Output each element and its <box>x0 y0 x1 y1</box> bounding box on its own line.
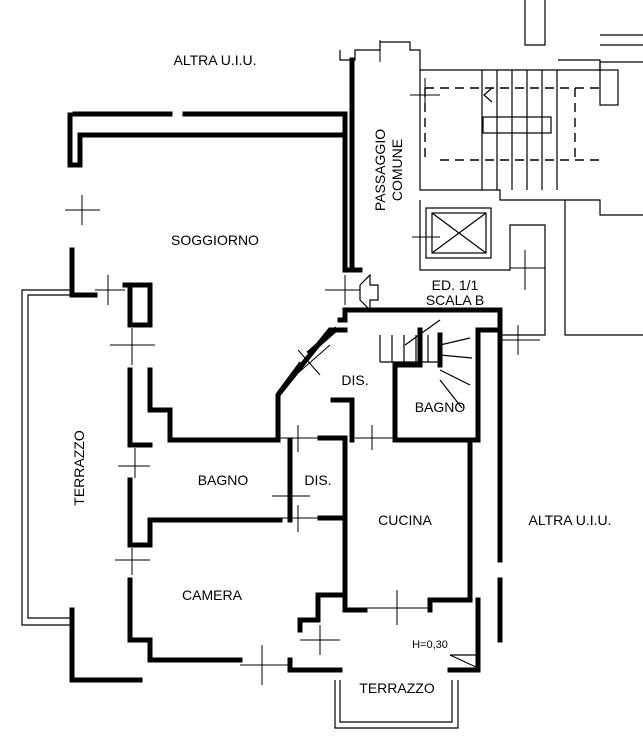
label-altra-top: ALTRA U.I.U. <box>174 52 257 68</box>
room-labels: ALTRA U.I.U. SOGGIORNO PASSAGGIO COMUNE … <box>71 52 611 696</box>
label-bagno-lower: BAGNO <box>198 472 249 488</box>
label-scala: SCALA B <box>426 292 484 308</box>
outlines <box>21 0 643 729</box>
walls <box>67 57 503 683</box>
label-dis-upper: DIS. <box>341 372 368 388</box>
label-ed: ED. 1/1 <box>432 277 479 293</box>
label-dis-lower: DIS. <box>304 472 331 488</box>
label-altra-right: ALTRA U.I.U. <box>529 512 612 528</box>
lower-stairs <box>379 319 473 409</box>
label-camera: CAMERA <box>182 587 243 603</box>
label-bagno-upper: BAGNO <box>415 399 466 415</box>
label-comune: COMUNE <box>389 139 405 201</box>
label-passaggio: PASSAGGIO <box>372 129 388 211</box>
label-cucina: CUCINA <box>378 512 432 528</box>
openings <box>65 40 545 685</box>
label-terrazzo-left: TERRAZZO <box>71 430 87 506</box>
label-terrazzo-bottom: TERRAZZO <box>359 680 435 696</box>
label-soggiorno: SOGGIORNO <box>171 232 259 248</box>
upper-stairs <box>424 69 619 190</box>
label-height: H=0,30 <box>412 639 448 651</box>
